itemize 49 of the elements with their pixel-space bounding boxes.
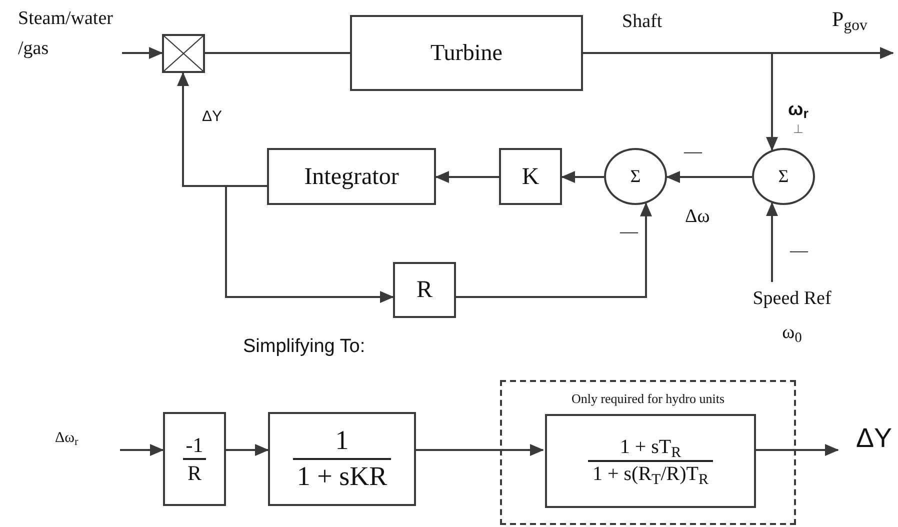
arrow <box>456 202 652 298</box>
group-heading: Only required for hydro units <box>570 390 726 408</box>
arrow <box>435 171 499 183</box>
signal-label: Δω <box>685 205 710 229</box>
transfer-function-block <box>268 412 416 506</box>
multiplier-block <box>162 34 205 73</box>
section-heading: Simplifying To: <box>243 335 366 359</box>
sign-label: — <box>790 239 808 262</box>
arrow <box>766 202 778 282</box>
numerator: -1 <box>184 432 204 458</box>
arrow <box>416 444 544 456</box>
numerator: 1 + sT$_{R}$ <box>618 435 682 460</box>
block-label: K <box>522 162 540 192</box>
sigma-symbol: Σ <box>630 165 641 188</box>
input-label: Δω$_{r}$ <box>55 429 78 450</box>
denominator: 1 + sKR <box>292 458 392 494</box>
node-text: Speed Ref <box>752 287 832 311</box>
denominator: R <box>183 458 206 486</box>
sign-label: — <box>620 220 638 243</box>
block-label: Integrator <box>304 162 399 192</box>
arrow <box>666 171 752 183</box>
block-label: R <box>416 276 432 305</box>
arrow <box>754 444 839 456</box>
signal-label: Shaft <box>622 10 662 34</box>
numerator: 1 <box>334 424 350 458</box>
droop-block <box>393 262 456 318</box>
gain-block <box>499 148 562 205</box>
arrow <box>583 52 778 151</box>
arrow <box>225 185 394 303</box>
arrow <box>226 444 269 456</box>
denominator: 1 + s(R$_{T}$/R)T$_{R}$ <box>588 460 713 487</box>
transfer-function-block <box>163 412 226 506</box>
dashed-group <box>500 380 796 525</box>
sign-label: — <box>684 140 702 163</box>
integrator-block <box>267 148 436 205</box>
node-text: ω$_{0}$ <box>782 321 802 348</box>
signal-label: ΔY <box>202 107 222 127</box>
sign-label: ⊥ <box>793 121 803 138</box>
output-label: P$_{gov}$ <box>832 6 868 36</box>
signal-label: ω$_{r}$ <box>788 98 808 123</box>
arrow <box>561 171 604 183</box>
arrow <box>120 444 164 456</box>
node-text: Steam/water /gas <box>18 7 114 61</box>
block-label: Turbine <box>430 38 502 67</box>
turbine-block <box>350 15 583 91</box>
arrow <box>122 47 163 59</box>
output-label: ΔY <box>856 422 892 455</box>
sigma-symbol: Σ <box>778 165 789 188</box>
transfer-function-block <box>545 414 756 508</box>
